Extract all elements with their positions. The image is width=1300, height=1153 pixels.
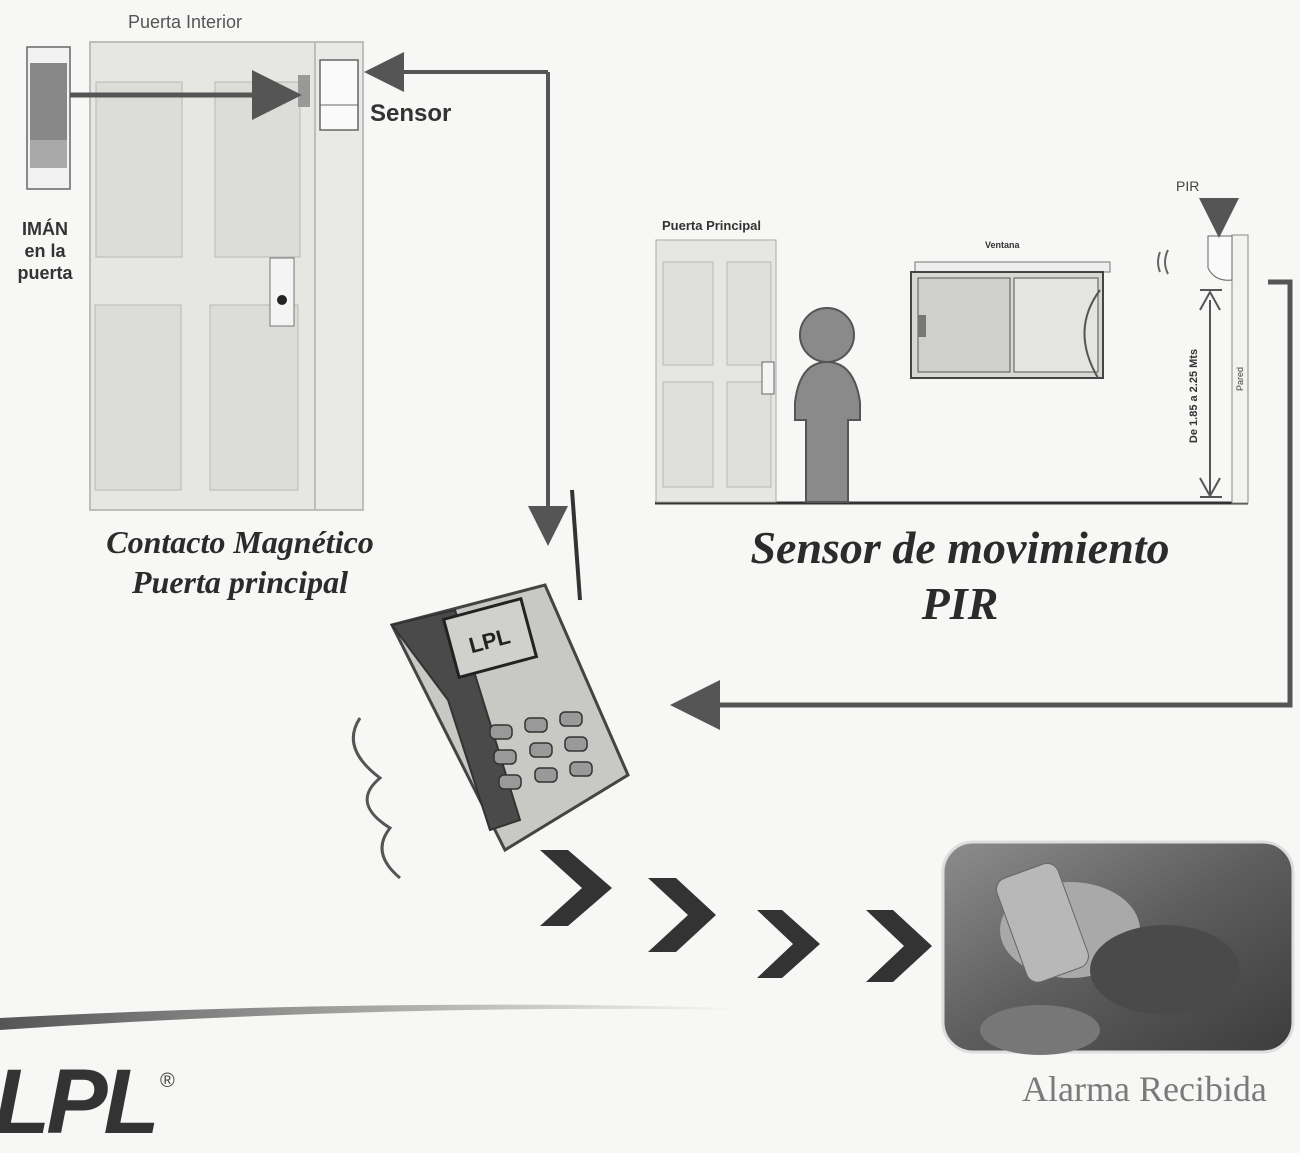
alarm-phone: LPL — [351, 489, 630, 880]
magnet — [26, 46, 71, 190]
diagram-graphics: LPL — [0, 41, 1295, 1055]
alarm-received-photo — [941, 840, 1295, 1055]
magnetic-contact-caption-line2: Puerta principal — [131, 564, 348, 600]
window-label: Ventana — [985, 240, 1020, 250]
door-sensor — [319, 59, 359, 131]
swoosh-line — [0, 1004, 740, 1030]
magnet-label-line2: en la — [24, 241, 66, 261]
interior-door-label: Puerta Interior — [128, 12, 243, 32]
magnetic-contact-caption: Contacto Magnético Puerta principal — [70, 522, 410, 602]
brand-logo: LPL — [0, 1051, 160, 1153]
pir-caption: Sensor de movimiento PIR — [700, 520, 1220, 632]
main-door-label: Puerta Principal — [662, 218, 761, 233]
alarm-received-caption: Alarma Recibida — [1022, 1069, 1267, 1109]
magnet-label-line1: IMÁN — [22, 219, 68, 239]
person-figure — [794, 307, 861, 503]
height-dimension-label: De 1.85 a 2.25 Mts — [1188, 348, 1200, 444]
registered-mark: ® — [160, 1070, 175, 1092]
pir-label: PIR — [1176, 178, 1200, 194]
progress-chevrons — [540, 850, 932, 982]
pir-to-phone-arrow — [670, 279, 1293, 730]
magnetic-contact-caption-line1: Contacto Magnético — [106, 524, 374, 560]
pir-room — [655, 198, 1249, 505]
pir-caption-line2: PIR — [921, 578, 999, 629]
sensor-label: Sensor — [370, 100, 452, 127]
magnet-label: IMÁN en la puerta — [10, 218, 80, 284]
magnet-label-line3: puerta — [17, 263, 73, 283]
pir-caption-line1: Sensor de movimiento — [750, 522, 1170, 573]
wall-label: Pared — [1235, 366, 1245, 392]
